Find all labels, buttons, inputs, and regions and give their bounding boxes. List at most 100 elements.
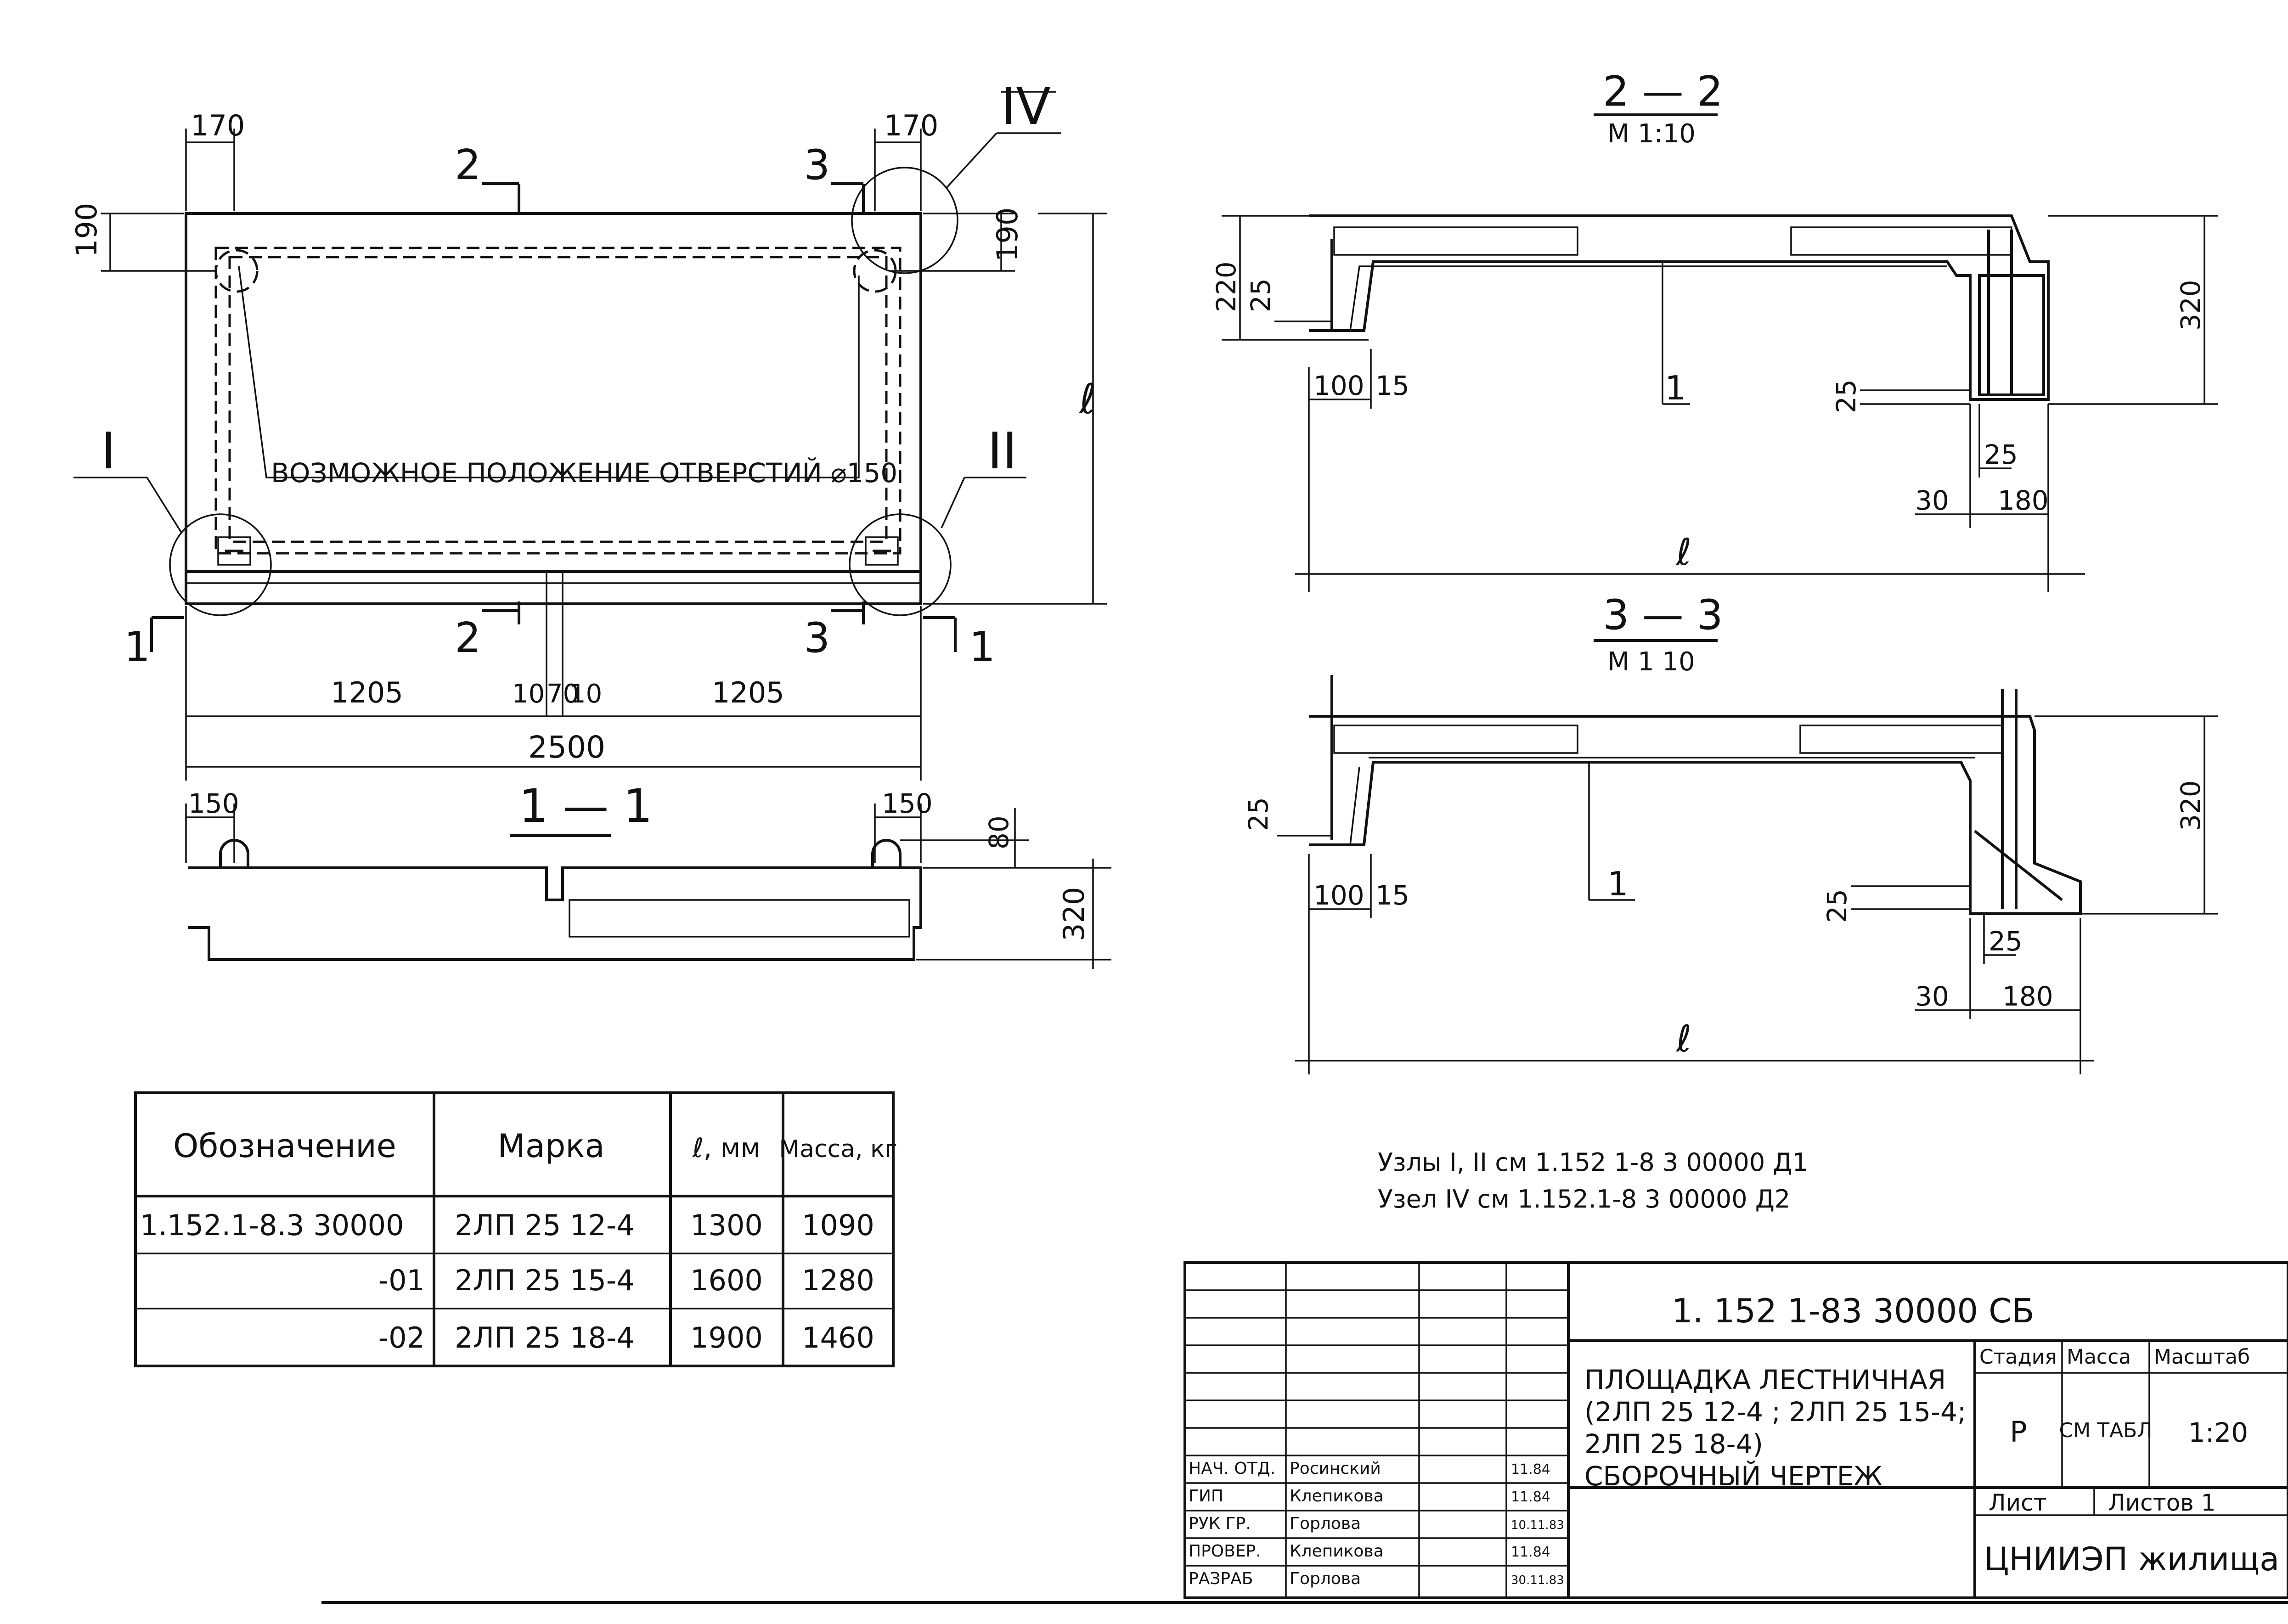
date-2: 11.84 xyxy=(1511,1489,1550,1505)
spec-row-2-length: 1600 xyxy=(690,1264,763,1297)
dim-height: 320 xyxy=(2175,280,2206,331)
dim-25-a: 25 xyxy=(1243,797,1274,831)
section-mark-1-left: 1 xyxy=(124,623,150,671)
dim-190-right: 190 xyxy=(991,208,1024,262)
spec-row-2-mark: 2ЛП 25 15-4 xyxy=(455,1264,635,1297)
dim-170-left: 170 xyxy=(191,109,245,142)
name-3: Горлова xyxy=(1290,1514,1361,1533)
dim-height: 320 xyxy=(2175,780,2206,831)
dim-25-a: 25 xyxy=(1245,278,1276,312)
section-mark-1-right: 1 xyxy=(969,623,995,671)
section-3-3-outline xyxy=(1309,715,2082,915)
callout-IV-label: IV xyxy=(1001,77,1051,136)
scale-value: 1:20 xyxy=(2188,1417,2248,1448)
spec-row-2-mass: 1280 xyxy=(802,1264,874,1297)
callout-I-label: I xyxy=(101,421,116,480)
dim-320: 320 xyxy=(1057,887,1091,941)
mass-label: Масса xyxy=(2067,1345,2131,1369)
title-line-4: СБОРОЧНЫЙ ЧЕРТЕЖ xyxy=(1584,1460,1882,1492)
note-nodes-2: Узел IV см 1.152.1-8 3 00000 Д2 xyxy=(1378,1185,1790,1214)
title-line-1: ПЛОЩАДКА ЛЕСТНИЧНАЯ xyxy=(1584,1364,1946,1395)
dim-190-left: 190 xyxy=(70,203,103,257)
callout-circle-II xyxy=(849,513,952,616)
dim-70: 70 xyxy=(547,679,579,709)
dim-220: 220 xyxy=(1211,261,1242,312)
sheet-label: Лист xyxy=(1989,1489,2047,1516)
date-5: 30.11.83 xyxy=(1511,1573,1564,1587)
dim-15: 15 xyxy=(1375,880,1409,911)
dim-1205-left: 1205 xyxy=(331,676,403,709)
section-1-1-outline xyxy=(188,866,922,961)
spec-table: Обозначение Марка ℓ, мм Масса, кг 1.152.… xyxy=(134,1091,897,1367)
spec-row-3-length: 1900 xyxy=(690,1321,763,1354)
title-block: 1. 152 1-83 30000 СБ ПЛОЩАДКА ЛЕСТНИЧНАЯ… xyxy=(1183,1261,2288,1599)
dim-25-b: 25 xyxy=(1831,379,1862,413)
mass-value: СМ ТАБЛ xyxy=(2059,1419,2153,1442)
sheets-label: Листов 1 xyxy=(2108,1489,2215,1516)
dim-15: 15 xyxy=(1375,370,1409,401)
dim-80: 80 xyxy=(983,815,1014,849)
stage-label: Стадия xyxy=(1979,1345,2057,1369)
section-3-3-scale: М 1 10 xyxy=(1607,647,1695,677)
dim-25-c: 25 xyxy=(1984,439,2018,470)
hole-zone xyxy=(238,266,860,478)
callout-II-label: II xyxy=(987,421,1017,480)
hole-note: ВОЗМОЖНОЕ ПОЛОЖЕНИЕ ОТВЕРСТИЙ ⌀150 xyxy=(271,457,897,489)
spec-header-mass: Масса, кг xyxy=(779,1135,897,1163)
dim-100: 100 xyxy=(1313,880,1364,911)
dim-180: 180 xyxy=(1998,485,2049,516)
dim-10-right: 10 xyxy=(569,679,602,709)
role-4: ПРОВЕР. xyxy=(1189,1542,1261,1561)
dim-150-right: 150 xyxy=(882,788,933,819)
dim-length-l: ℓ xyxy=(1675,531,1691,573)
callout-circle-IV xyxy=(851,167,958,274)
spec-row-1-mark: 2ЛП 25 12-4 xyxy=(455,1208,635,1242)
dim-30: 30 xyxy=(1915,485,1949,516)
spec-row-2-designation: -01 xyxy=(378,1264,425,1297)
section-2-2-pos: 1 xyxy=(1665,369,1686,407)
dim-180: 180 xyxy=(2002,981,2053,1012)
stage-value: Р xyxy=(2010,1415,2027,1449)
name-2: Клепикова xyxy=(1290,1487,1384,1506)
dim-2500: 2500 xyxy=(528,730,605,765)
section-2-2-outline xyxy=(1309,214,2050,401)
note-nodes-1: Узлы I, II см 1.152 1-8 3 00000 Д1 xyxy=(1378,1148,1808,1177)
section-1-1: 1 — 1 150 150 80 320 xyxy=(185,779,1111,969)
section-2-2-scale: М 1:10 xyxy=(1607,119,1696,149)
spec-row-3-mark: 2ЛП 25 18-4 xyxy=(455,1321,635,1354)
section-3-3-pos: 1 xyxy=(1607,865,1629,903)
section-3-3: 3 — 3 М 1 10 25 100 15 1 25 25 30 180 xyxy=(1243,591,2218,1074)
name-1: Росинский xyxy=(1290,1459,1381,1478)
role-3: РУК ГР. xyxy=(1189,1514,1251,1533)
name-5: Горлова xyxy=(1290,1569,1361,1588)
section-mark-3-top: 3 xyxy=(804,141,830,189)
role-2: ГИП xyxy=(1189,1487,1223,1506)
spec-row-1-designation: 1.152.1-8.3 30000 xyxy=(140,1208,404,1242)
slab-outline xyxy=(185,212,922,605)
callout-circle-I xyxy=(169,513,272,616)
section-mark-2-bottom: 2 xyxy=(455,614,481,662)
name-4: Клепикова xyxy=(1290,1542,1384,1561)
dim-150-left: 150 xyxy=(188,788,239,819)
org-name: ЦНИИЭП жилища xyxy=(1984,1540,2279,1578)
role-1: НАЧ. ОТД. xyxy=(1189,1459,1275,1478)
section-2-2-title: 2 — 2 xyxy=(1603,67,1723,116)
section-1-1-title: 1 — 1 xyxy=(519,779,653,833)
dim-length-l: ℓ xyxy=(1675,1017,1691,1060)
dim-25-c: 25 xyxy=(1989,926,2023,957)
spec-header-designation: Обозначение xyxy=(173,1127,396,1165)
date-4: 11.84 xyxy=(1511,1544,1550,1560)
dim-100: 100 xyxy=(1313,370,1364,401)
spec-row-3-designation: -02 xyxy=(378,1321,425,1354)
spec-header-length: ℓ, мм xyxy=(692,1132,761,1163)
spec-row-1-mass: 1090 xyxy=(802,1208,874,1242)
section-mark-2-top: 2 xyxy=(455,141,481,189)
dim-length-l: ℓ xyxy=(1078,375,1096,423)
plan-view: I II IV ВОЗМОЖНОЕ ПОЛОЖЕНИЕ ОТВЕРСТИЙ ⌀1… xyxy=(70,77,1107,781)
section-2-2: 2 — 2 М 1:10 220 25 100 15 1 25 25 30 xyxy=(1211,67,2218,592)
section-3-3-title: 3 — 3 xyxy=(1603,591,1723,639)
spec-row-1-length: 1300 xyxy=(690,1208,763,1242)
dim-30: 30 xyxy=(1915,981,1949,1012)
scale-label: Масштаб xyxy=(2154,1345,2250,1369)
dim-170-right: 170 xyxy=(884,109,938,142)
